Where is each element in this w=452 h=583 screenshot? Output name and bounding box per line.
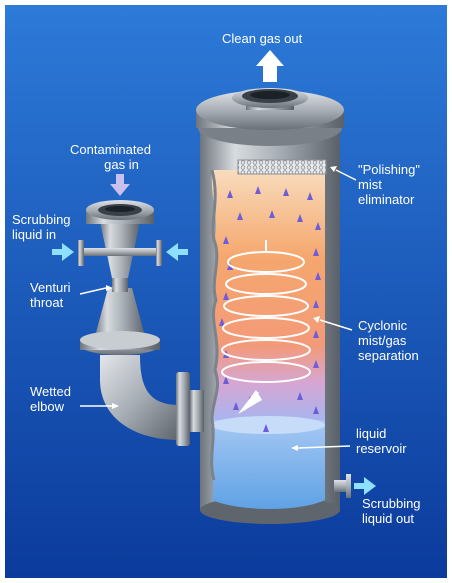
scrubbing-liquid-in-label: Scrubbing liquid in bbox=[12, 212, 71, 242]
venturi-throat-line2: throat bbox=[30, 295, 64, 310]
polishing-line3: eliminator bbox=[358, 192, 415, 207]
wetted-elbow-label: Wetted elbow bbox=[30, 384, 71, 414]
cyclonic-spiral bbox=[221, 240, 311, 411]
scrubbing-liquid-in-line1: Scrubbing bbox=[12, 212, 71, 227]
scrubbing-liquid-out-label: Scrubbing liquid out bbox=[362, 496, 421, 526]
scrubbing-liquid-out-line2: liquid out bbox=[362, 511, 415, 526]
contaminated-gas-in-arrow bbox=[110, 174, 130, 196]
clean-gas-out-text: Clean gas out bbox=[222, 31, 303, 46]
cyclonic-line2: mist/gas bbox=[358, 333, 407, 348]
wetted-elbow-line1: Wetted bbox=[30, 384, 71, 399]
scrubbing-liquid-in-arrow-right bbox=[166, 243, 188, 261]
inlet-swirl-arrow bbox=[238, 390, 262, 414]
clean-gas-out-arrow bbox=[256, 50, 284, 82]
polishing-line1: "Polishing" bbox=[358, 162, 420, 177]
separator-vessel bbox=[196, 88, 351, 524]
leader-lines bbox=[79, 166, 357, 451]
scrubbing-liquid-out-line1: Scrubbing bbox=[362, 496, 421, 511]
cyclonic-line1: Cyclonic bbox=[358, 318, 408, 333]
reservoir-line2: reservoir bbox=[356, 441, 407, 456]
polishing-line2: mist bbox=[358, 177, 382, 192]
clean-gas-out-label: Clean gas out bbox=[222, 31, 302, 46]
wetted-elbow-line2: elbow bbox=[30, 399, 64, 414]
reservoir-line1: liquid bbox=[356, 426, 387, 441]
polishing-mist-eliminator-label: "Polishing" mist eliminator bbox=[358, 162, 420, 207]
contaminated-gas-in-label: Contaminated gas in bbox=[70, 142, 151, 172]
cyclonic-line3: separation bbox=[358, 348, 419, 363]
contaminated-gas-in-line1: Contaminated bbox=[70, 142, 151, 157]
scrubbing-liquid-in-line2: liquid in bbox=[12, 227, 57, 242]
liquid-reservoir-label: liquid reservoir bbox=[356, 426, 407, 456]
scrubbing-liquid-in-arrow-left bbox=[52, 243, 74, 261]
contaminated-gas-in-line2: gas in bbox=[104, 157, 139, 172]
venturi-assembly bbox=[78, 200, 204, 446]
venturi-throat-label: Venturi throat bbox=[30, 280, 70, 310]
venturi-throat-line1: Venturi bbox=[30, 280, 71, 295]
cyclonic-separation-label: Cyclonic mist/gas separation bbox=[358, 318, 419, 363]
scrubbing-liquid-out-arrow bbox=[354, 477, 376, 495]
